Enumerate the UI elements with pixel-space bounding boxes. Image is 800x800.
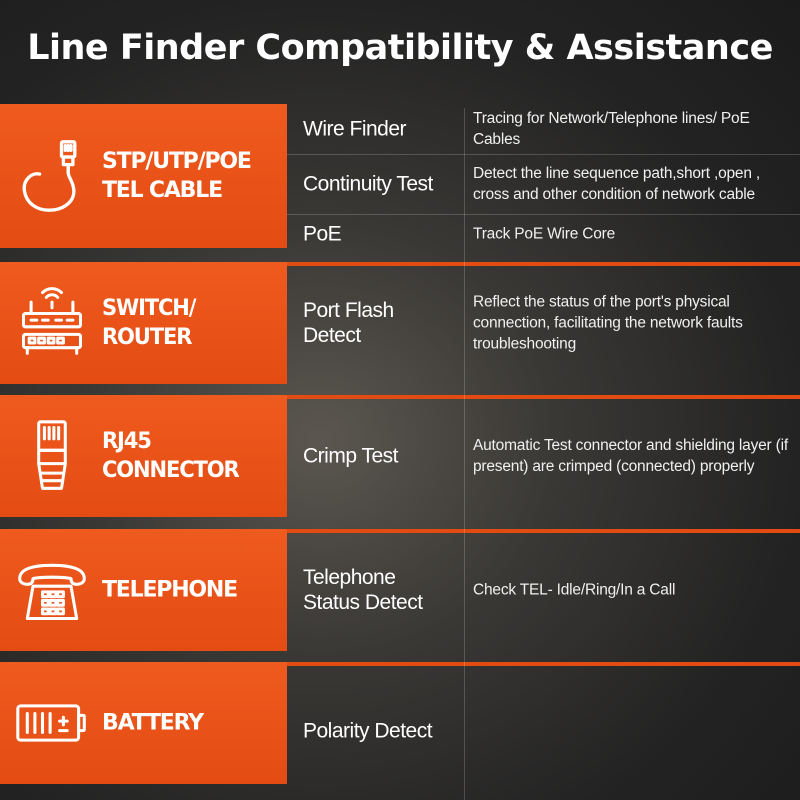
feature-name: Telephone Status Detect [303,566,423,614]
feature-name: Wire Finder [303,117,407,141]
battery-icon [14,685,90,761]
row-cable: STP/UTP/POE TEL CABLE Wire Finder Tracin… [0,104,800,248]
feature-name: Crimp Test [303,444,398,468]
feature-description: Check TEL- Idle/Ring/In a Call [473,581,676,599]
feature-name: Continuity Test [303,172,433,196]
category-label: SWITCH/ ROUTER [102,296,196,350]
feature-row: Polarity Detect [287,662,800,800]
telephone-icon [14,552,90,628]
feature-description: Tracing for Network/Telephone lines/ PoE… [473,110,750,148]
feature-name: Polarity Detect [303,719,433,743]
feature-row: Telephone Status Detect Check TEL- Idle/… [287,529,800,651]
divider [287,154,800,155]
feature-row: Port Flash Detect Reflect the status of … [287,262,800,384]
divider [287,214,800,215]
row-divider [0,529,800,533]
page-title: Line Finder Compatibility & Assistance [27,28,773,68]
category-battery: BATTERY [0,662,287,784]
row-divider [0,662,800,666]
row-rj45: RJ45 CONNECTOR Crimp Test Automatic Test… [0,395,800,517]
category-cable: STP/UTP/POE TEL CABLE [0,104,287,248]
row-switch-router: SWITCH/ ROUTER Port Flash Detect Reflect… [0,262,800,384]
column-divider [464,108,465,800]
row-telephone: TELEPHONE Telephone Status Detect Check … [0,529,800,651]
feature-row: Continuity Test Detect the line sequence… [287,154,800,214]
feature-description: Track PoE Wire Core [473,225,616,243]
feature-description: Automatic Test connector and shielding l… [473,437,788,475]
row-divider [0,395,800,399]
router-switch-icon [14,285,90,361]
feature-name: Port Flash Detect [303,299,394,347]
feature-description: Detect the line sequence path,short ,ope… [473,165,760,203]
feature-description: Reflect the status of the port's physica… [473,293,743,353]
category-telephone: TELEPHONE [0,529,287,651]
category-label: RJ45 CONNECTOR [102,429,240,483]
category-label: STP/UTP/POE TEL CABLE [102,149,252,203]
feature-row: PoE Track PoE Wire Core [287,214,800,254]
feature-name: PoE [303,222,342,246]
category-rj45: RJ45 CONNECTOR [0,395,287,517]
row-battery: BATTERY Polarity Detect [0,662,800,800]
category-switch-router: SWITCH/ ROUTER [0,262,287,384]
rj45-connector-icon [14,418,90,494]
row-divider [0,262,800,266]
feature-row: Crimp Test Automatic Test connector and … [287,395,800,517]
feature-row: Wire Finder Tracing for Network/Telephon… [287,104,800,154]
category-label: BATTERY [102,710,204,736]
category-label: TELEPHONE [102,577,238,603]
network-cable-icon [14,138,90,214]
